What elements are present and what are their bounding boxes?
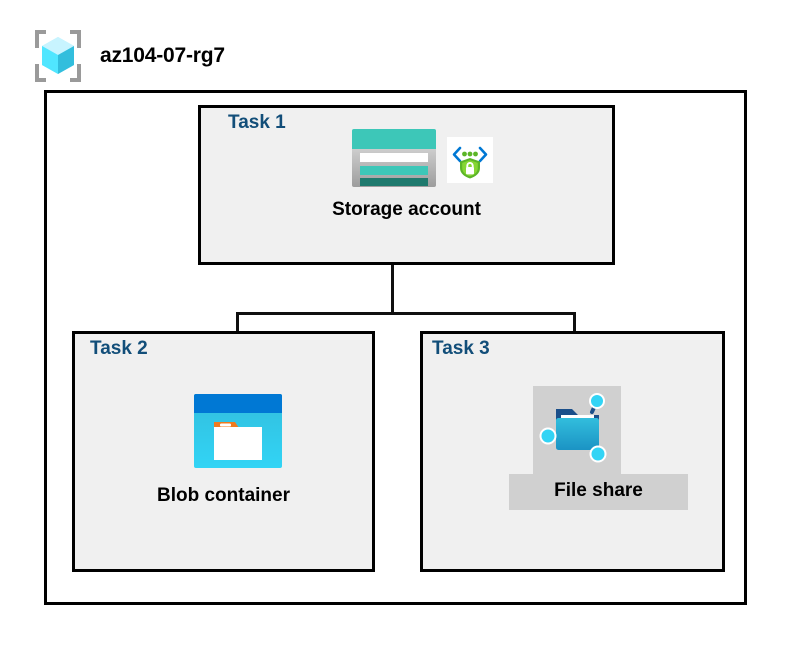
storage-account-icon[interactable] xyxy=(350,127,438,189)
file-share-icon[interactable] xyxy=(537,390,617,470)
resource-group-name: az104-07-rg7 xyxy=(100,44,225,67)
file-share-label: File share xyxy=(509,474,688,510)
secure-api-shield-icon[interactable] xyxy=(447,137,493,183)
resource-group-header: az104-07-rg7 xyxy=(30,28,225,84)
connector-storage-trunk xyxy=(391,265,394,314)
task-3-label: Task 3 xyxy=(432,338,490,359)
blob-container-icon[interactable] xyxy=(192,392,284,470)
task-2-label: Task 2 xyxy=(90,338,148,359)
blob-container-label: Blob container xyxy=(156,485,290,506)
resource-group-cube-icon xyxy=(30,28,86,84)
connector-horizontal-bus xyxy=(236,312,576,315)
storage-account-label: Storage account xyxy=(332,199,481,220)
task-1-label: Task 1 xyxy=(228,112,286,133)
